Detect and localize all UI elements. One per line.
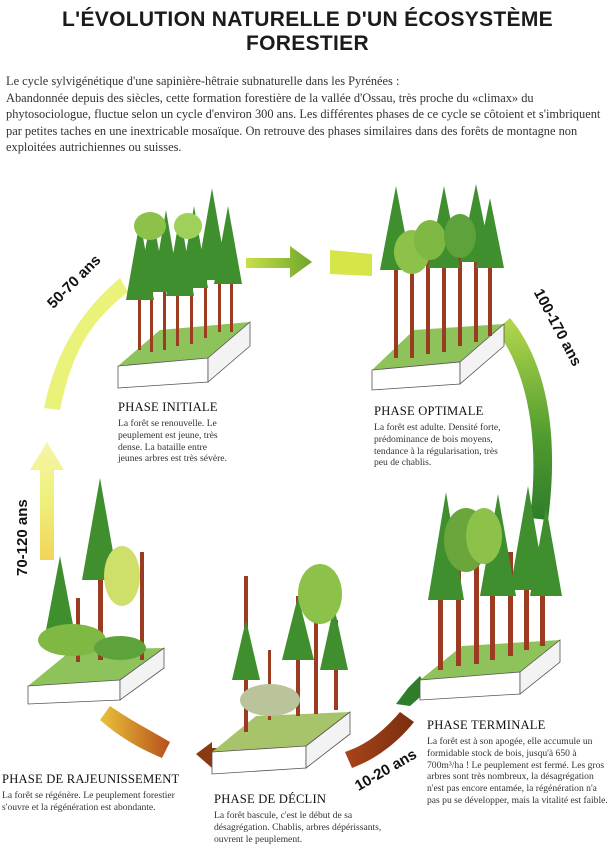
duration-70-120: 70-120 ans (14, 499, 31, 576)
intro-text: Le cycle sylvigénétique d'une sapinière-… (6, 73, 610, 156)
arrow-lower-left (100, 706, 170, 758)
forest-block-initiale (117, 188, 251, 389)
forest-block-optimale (371, 184, 505, 391)
arrow-rajeunissement-to-initiale (30, 442, 64, 560)
forest-block-terminale (419, 486, 562, 701)
phase-declin-title: PHASE DE DÉCLIN (214, 792, 327, 806)
forest-block-rajeunissement (27, 478, 165, 705)
phase-rajeunissement-title: PHASE DE RAJEUNISSEMENT (2, 772, 180, 786)
phase-initiale-title: PHASE INITIALE (118, 400, 218, 414)
phase-optimale-title: PHASE OPTIMALE (374, 404, 484, 418)
arrow-bottom-brown (345, 712, 414, 768)
intro-line1: Le cycle sylvigénétique d'une sapinière-… (6, 74, 400, 88)
phase-declin-text: La forêt bascule, c'est le début de sa d… (214, 810, 382, 845)
arrow-connector-top (330, 250, 372, 276)
forest-block-declin (211, 564, 351, 775)
arrow-left-upper-curve (44, 278, 128, 410)
phase-optimale-text: La forêt est adulte. Densité forte, préd… (374, 422, 501, 469)
arrow-initiale-to-optimale (246, 246, 312, 278)
phase-terminale-text: La forêt est à son apogée, elle accumule… (427, 736, 608, 806)
page-title: L'ÉVOLUTION NATURELLE D'UN ÉCOSYSTÈME FO… (62, 8, 553, 55)
phase-initiale-text: La forêt se renouvelle. Le peuplement es… (118, 418, 227, 465)
phase-rajeunissement-text: La forêt se régénère. Le peuplement fore… (2, 790, 175, 813)
intro-body: Abandonnée depuis des siècles, cette for… (6, 90, 601, 155)
arrow-optimale-to-terminale (496, 318, 553, 520)
phase-terminale-title: PHASE TERMINALE (427, 718, 546, 732)
